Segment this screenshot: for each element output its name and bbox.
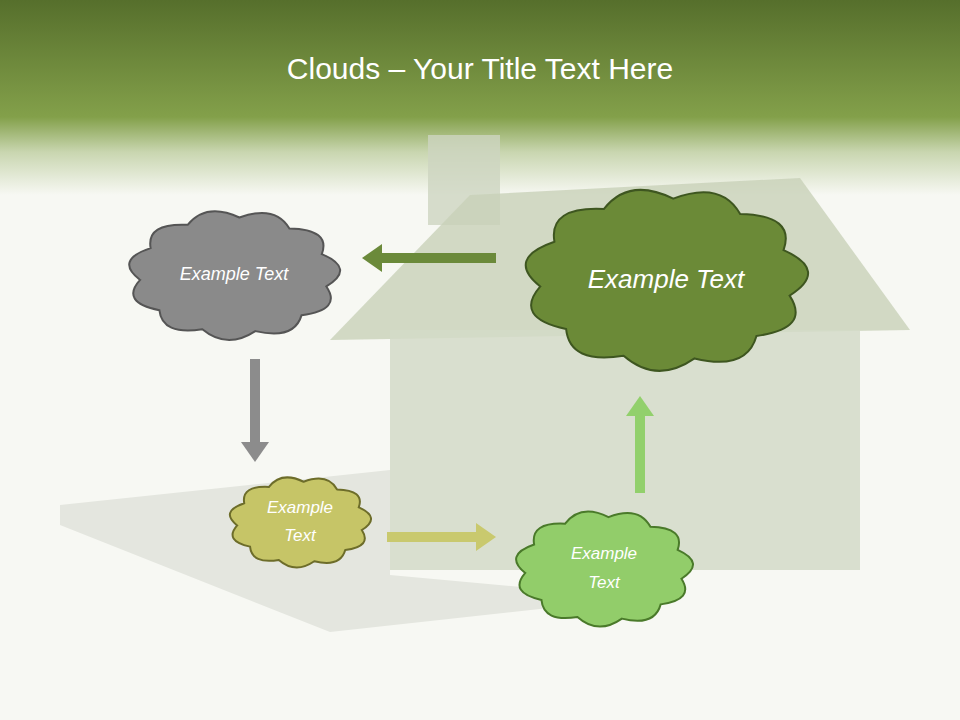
cloud-shape [500, 497, 708, 640]
cloud-label: Example Text [260, 494, 340, 550]
arrow-head [241, 442, 269, 462]
cloud-text-area: Example Text [500, 497, 708, 640]
slide-title: Clouds – Your Title Text Here [0, 52, 960, 86]
cloud-node: Example Text [217, 466, 383, 578]
cloud-shape [217, 466, 383, 578]
arrow-shaft [382, 253, 496, 263]
arrow-head [362, 244, 382, 272]
flow-arrow [387, 523, 496, 551]
cloud-outline [516, 512, 693, 627]
cloud-node: Example Text [500, 497, 708, 640]
arrow-shaft [250, 359, 260, 442]
flow-arrow [626, 396, 654, 493]
cloud-label: Example Text [588, 263, 745, 297]
cloud-outline [129, 211, 340, 340]
cloud-text-area: Example Text [110, 195, 358, 355]
cloud-node: Example Text [500, 167, 832, 392]
cloud-label: Example Text [180, 263, 288, 286]
arrow-head [476, 523, 496, 551]
flow-arrow [362, 244, 496, 272]
arrow-head [626, 396, 654, 416]
cloud-text-area: Example Text [500, 167, 832, 392]
cloud-outline [526, 190, 808, 371]
cloud-label: Example Text [564, 540, 644, 596]
arrow-shaft [387, 532, 476, 542]
cloud-text-area: Example Text [217, 466, 383, 578]
cloud-outline [230, 477, 371, 567]
flow-arrow [241, 359, 269, 462]
arrow-shaft [635, 416, 645, 493]
cloud-node: Example Text [110, 195, 358, 355]
